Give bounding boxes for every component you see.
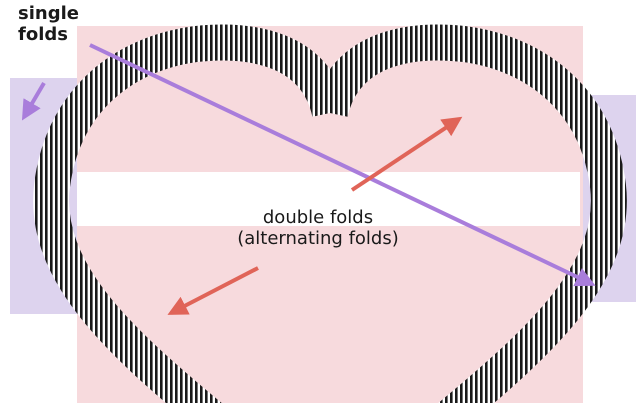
single-fold-arrow-short — [21, 81, 46, 121]
heart-outline-icon — [33, 24, 627, 403]
alternating-folds-text: (alternating folds) — [237, 227, 399, 249]
white-band — [77, 172, 580, 226]
single-folds-line-1: single — [18, 3, 79, 24]
double-folds-label: double folds (alternating folds) — [213, 207, 423, 249]
double-folds-text: double folds — [262, 207, 374, 228]
double-fold-arrow-down — [167, 266, 259, 315]
double-fold-arrow-up — [350, 116, 463, 192]
single-fold-arrow — [89, 43, 596, 287]
single-folds-line-2: folds — [18, 23, 68, 45]
single-folds-label: single folds — [18, 3, 79, 45]
